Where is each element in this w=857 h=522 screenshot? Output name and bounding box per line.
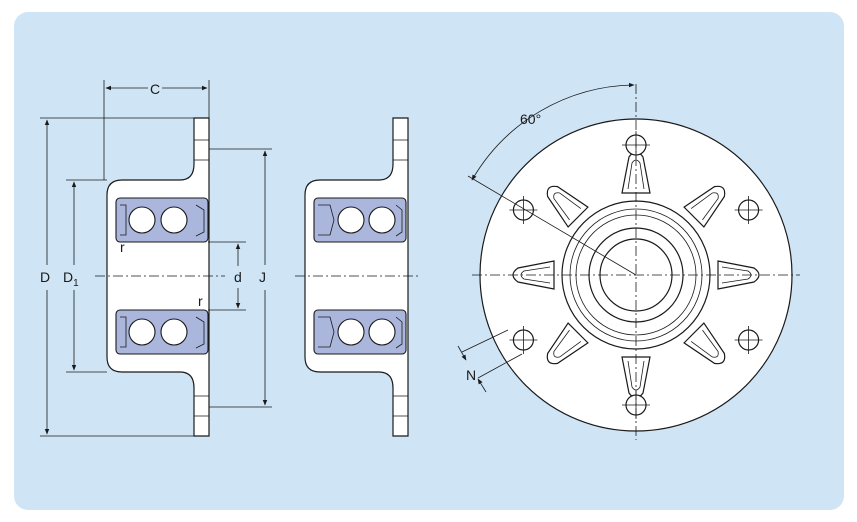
ball xyxy=(368,206,396,234)
section-view-dimensioned: C D D1 d J r r xyxy=(40,80,272,437)
rib-slot-inner xyxy=(690,192,719,221)
ball xyxy=(128,206,156,234)
front-view: 60° N xyxy=(457,82,800,440)
label-D1: D1 xyxy=(63,269,79,289)
rib-slot xyxy=(683,185,726,228)
label-r-top: r xyxy=(120,239,125,255)
label-r-bottom: r xyxy=(198,293,203,309)
rib-slot-inner xyxy=(553,192,582,221)
rib-slot xyxy=(546,185,589,228)
rib-slot-inner xyxy=(553,329,582,358)
section-view-plain xyxy=(295,117,420,437)
ball xyxy=(128,318,156,346)
label-N: N xyxy=(466,367,476,383)
ball xyxy=(337,206,365,234)
label-J: J xyxy=(259,269,266,285)
label-angle: 60° xyxy=(520,111,541,127)
rib-slot-inner xyxy=(690,329,719,358)
rib-slot xyxy=(546,322,589,365)
label-d: d xyxy=(234,269,242,285)
ball xyxy=(337,318,365,346)
ball xyxy=(160,206,188,234)
label-D: D xyxy=(40,269,50,285)
rib-slot xyxy=(683,322,726,365)
flange-body-left xyxy=(106,117,210,437)
ball xyxy=(368,318,396,346)
ball xyxy=(160,318,188,346)
flange-body-middle xyxy=(304,117,409,437)
label-C: C xyxy=(150,81,160,97)
